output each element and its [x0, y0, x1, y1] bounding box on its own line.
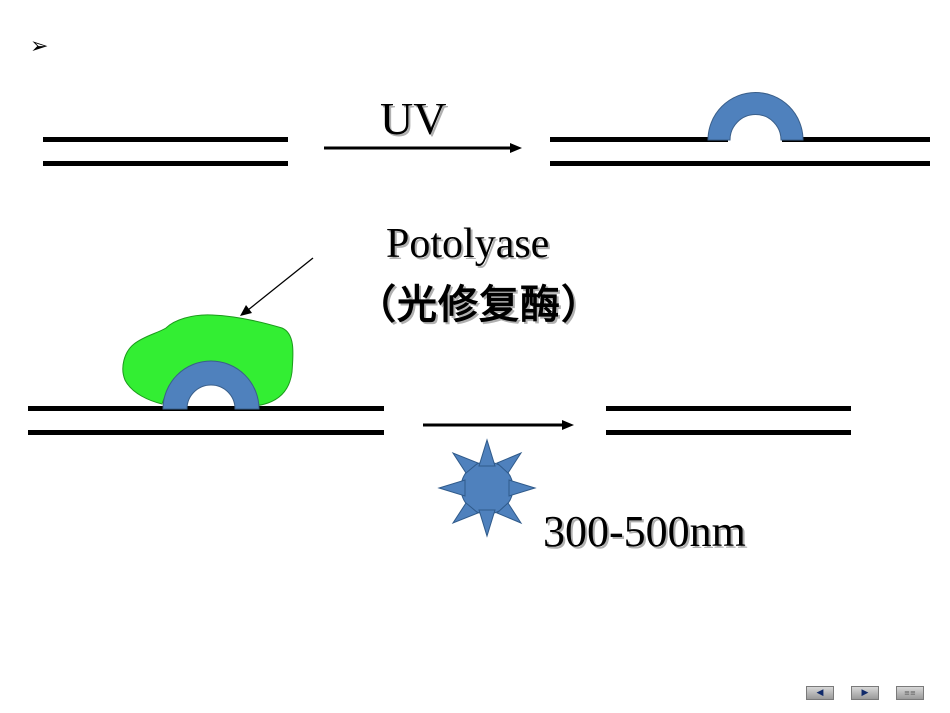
menu-icon: ≡≡	[904, 688, 916, 697]
pyrimidine-dimer	[707, 92, 804, 141]
bound-pyrimidine-dimer	[162, 360, 260, 410]
dna-intact-top	[43, 137, 288, 166]
dna-repaired	[606, 406, 851, 435]
enzyme-name-label: Potolyase	[386, 221, 550, 267]
slide-menu-button[interactable]: ≡≡	[896, 686, 924, 700]
sun-icon	[437, 438, 537, 538]
previous-slide-button[interactable]: ◀	[806, 686, 834, 700]
repair-arrow	[423, 420, 574, 430]
next-arrow-icon: ▶	[861, 687, 869, 698]
dna-damaged-top	[550, 92, 930, 166]
uv-label: UV	[380, 93, 447, 144]
uv-arrow	[324, 143, 522, 153]
photolyase-enzyme	[122, 314, 294, 406]
previous-arrow-icon: ◀	[816, 687, 824, 698]
enzyme-chinese-label: （光修复酶）	[356, 282, 602, 328]
enzyme-pointer-arrow	[240, 257, 314, 316]
wavelength-label: 300-500nm	[543, 507, 746, 556]
bullet-marker: ➢	[30, 34, 49, 59]
dna-enzyme-bound	[28, 314, 384, 435]
next-slide-button[interactable]: ▶	[851, 686, 879, 700]
